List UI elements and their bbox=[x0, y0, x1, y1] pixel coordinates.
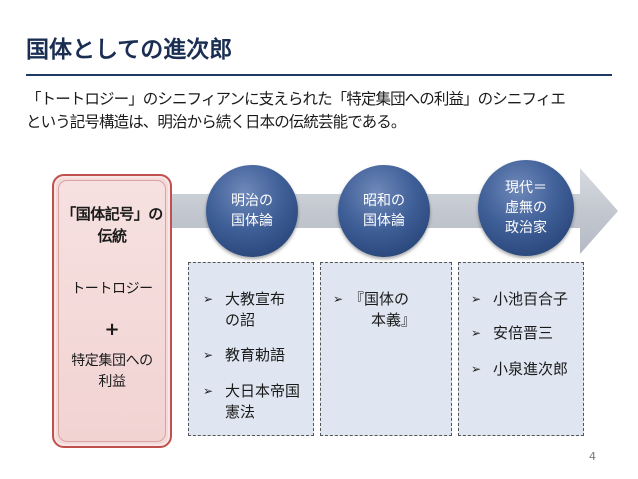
lead-line-2: という記号構造は、明治から続く日本の伝統芸能である。 bbox=[26, 113, 406, 131]
arrow-bullet-icon: ➢ bbox=[203, 292, 214, 306]
circle-modern: 現代＝ 虚無の 政治家 bbox=[478, 160, 574, 256]
kokutai-sign-title: 「国体記号」の 伝統 bbox=[59, 203, 165, 247]
circle-meiji: 明治の 国体論 bbox=[206, 165, 298, 257]
title-divider bbox=[26, 74, 612, 76]
arrow-bullet-icon: ➢ bbox=[471, 292, 482, 306]
interest-label-line2: 利益 bbox=[98, 374, 126, 390]
circle-modern-line1: 現代＝ bbox=[505, 180, 547, 196]
item-text-line: 小泉進次郎 bbox=[493, 360, 569, 378]
item-text-line: 憲法 bbox=[225, 403, 256, 421]
page-number: 4 bbox=[589, 450, 596, 463]
arrow-bullet-icon: ➢ bbox=[203, 348, 214, 362]
item-text-line: 小池百合子 bbox=[493, 290, 569, 308]
circle-showa-line2: 国体論 bbox=[363, 213, 405, 229]
item-text-line: 大教宣布 bbox=[225, 290, 286, 308]
kokutai-sign-title-line2: 伝統 bbox=[97, 227, 127, 245]
modern-items-box: ➢ 小池百合子 ➢ 安倍晋三 ➢ 小泉進次郎 bbox=[458, 262, 584, 436]
kokutai-sign-title-line1: 「国体記号」の bbox=[61, 205, 163, 223]
interest-label-line1: 特定集団への bbox=[71, 353, 153, 369]
item-text-line: 教育勅語 bbox=[225, 346, 286, 364]
circle-showa-line1: 昭和の bbox=[363, 193, 405, 209]
item-text-line: 安倍晋三 bbox=[493, 324, 554, 342]
kokutai-sign-inner: 「国体記号」の 伝統 トートロジー + 特定集団への 利益 bbox=[58, 180, 166, 442]
arrow-bullet-icon: ➢ bbox=[471, 326, 482, 340]
kokutai-sign-box: 「国体記号」の 伝統 トートロジー + 特定集団への 利益 bbox=[52, 174, 172, 448]
item-text-line: 『国体の bbox=[349, 290, 410, 308]
item-text-line: の詔 bbox=[225, 311, 256, 329]
item-text-line: 大日本帝国 bbox=[225, 382, 301, 400]
circle-showa: 昭和の 国体論 bbox=[338, 165, 430, 257]
showa-items-box: ➢ 『国体の 本義』 bbox=[320, 262, 452, 436]
item-text-line: 本義』 bbox=[371, 311, 417, 329]
circle-modern-line3: 政治家 bbox=[505, 220, 547, 236]
meiji-items-box: ➢ 大教宣布 の詔 ➢ 教育勅語 ➢ 大日本帝国 憲法 bbox=[188, 262, 314, 436]
arrow-bullet-icon: ➢ bbox=[203, 384, 214, 398]
circle-modern-line2: 虚無の bbox=[505, 200, 547, 216]
lead-paragraph: 「トートロジー」のシニフィアンに支えられた「特定集団への利益」のシニフィエ とい… bbox=[26, 88, 616, 134]
arrow-bullet-icon: ➢ bbox=[471, 362, 482, 376]
circle-meiji-line1: 明治の bbox=[231, 193, 273, 209]
circle-meiji-line2: 国体論 bbox=[231, 213, 273, 229]
tautology-label: トートロジー bbox=[71, 281, 153, 297]
arrow-bullet-icon: ➢ bbox=[333, 292, 344, 306]
interest-label: 特定集団への 利益 bbox=[59, 351, 165, 393]
lead-line-1: 「トートロジー」のシニフィアンに支えられた「特定集団への利益」のシニフィエ bbox=[26, 90, 566, 108]
plus-sign: + bbox=[104, 319, 120, 340]
page-title: 国体としての進次郎 bbox=[26, 37, 233, 63]
